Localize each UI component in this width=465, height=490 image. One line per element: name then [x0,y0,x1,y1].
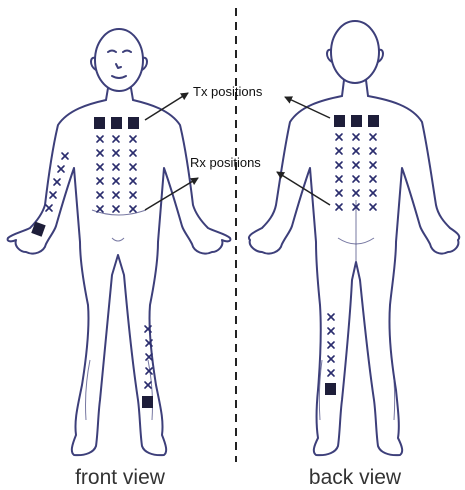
front-head [95,29,143,91]
back-body-figure [249,21,459,455]
front-tx-pad-3 [128,117,139,129]
front-body-outline [8,100,231,455]
back-rx-torso-grid [336,134,376,210]
back-tx-pad-3 [368,115,379,127]
front-tx-pad-ankle [142,396,153,408]
front-rx-torso-grid [97,136,136,212]
rx-label: Rx positions [190,155,261,170]
front-rx-forearm [46,153,68,211]
front-tx-pad-2 [111,117,122,129]
front-view-caption: front view [75,466,166,489]
tx-arrow-front [145,93,188,120]
back-tx-pad-ankle [325,383,336,395]
front-tx-pad-1 [94,117,105,129]
back-tx-pad-2 [351,115,362,127]
rx-arrow-front [145,178,198,210]
back-rx-leg [328,314,334,376]
back-tx-pad-1 [334,115,345,127]
back-view-caption: back view [309,466,402,489]
rx-arrow-back [277,172,330,205]
tx-label: Tx positions [193,84,263,99]
back-head [331,21,379,83]
